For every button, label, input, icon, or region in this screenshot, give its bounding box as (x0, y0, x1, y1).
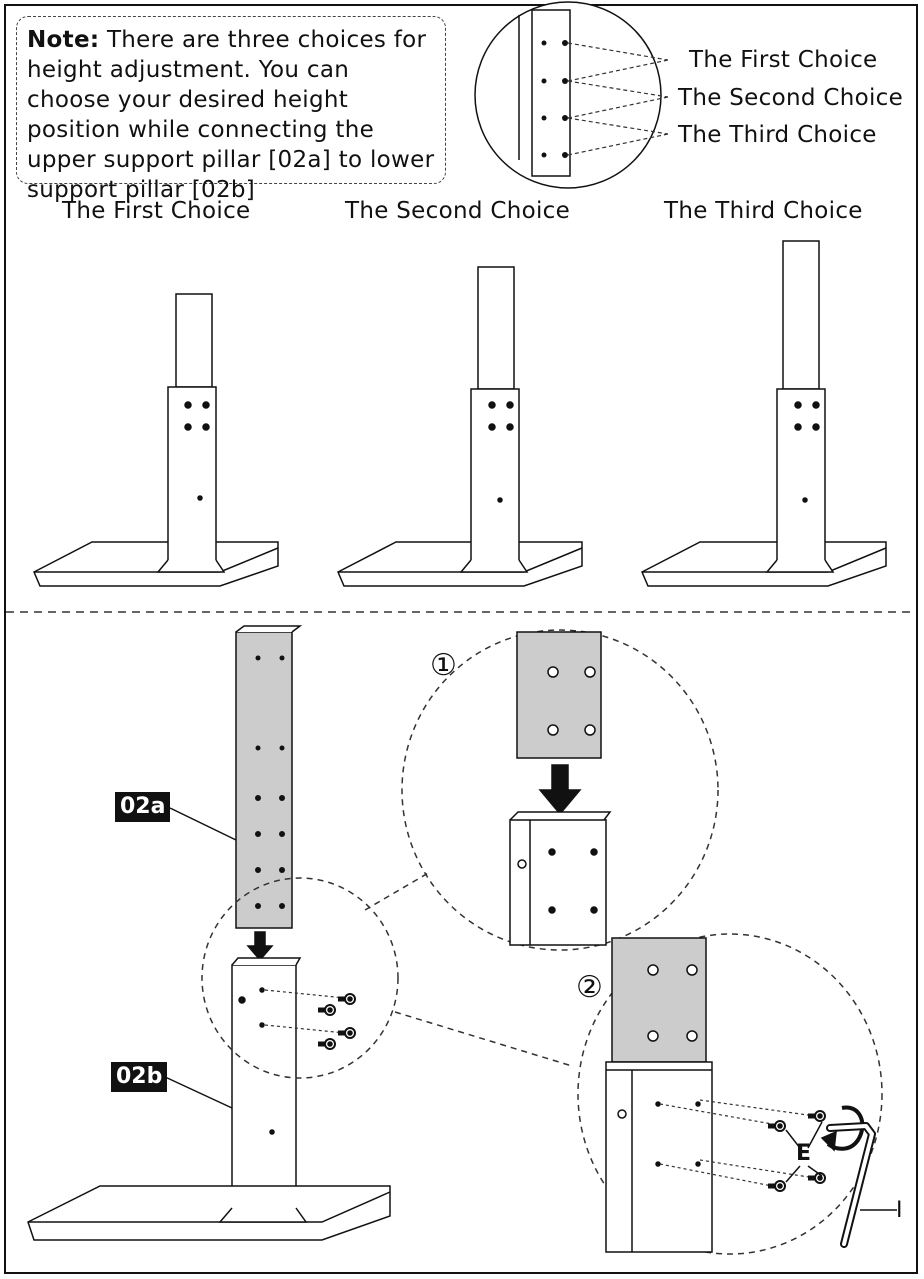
inset-label-second: The Second Choice (678, 85, 904, 111)
inset-label-first: The First Choice (689, 47, 878, 73)
diagram-frame (4, 4, 918, 1274)
main-assembly (27, 625, 573, 1241)
detail-step-2 (577, 933, 897, 1255)
stand-first-choice (33, 293, 279, 587)
step-marker-1: ① (430, 648, 457, 683)
step-marker-2: ② (576, 970, 603, 1005)
part-tag-02b: 02b (111, 1062, 168, 1092)
inset-label-third: The Third Choice (678, 122, 877, 148)
note-text: There are three choices for height adjus… (27, 27, 435, 203)
stand-third-choice (641, 240, 887, 587)
hardware-label-i: I (896, 1198, 903, 1223)
height-inset (474, 1, 669, 189)
choice-heading-second: The Second Choice (345, 198, 571, 224)
note-prefix: Note: (27, 27, 100, 53)
choice-heading-third: The Third Choice (664, 198, 863, 224)
detail-step-1 (401, 629, 719, 951)
choice-heading-first: The First Choice (62, 198, 251, 224)
hardware-label-e: E (796, 1141, 812, 1166)
part-tag-02a: 02a (115, 792, 171, 822)
note-box: Note: There are three choices for height… (16, 16, 446, 203)
stand-second-choice (337, 266, 583, 587)
